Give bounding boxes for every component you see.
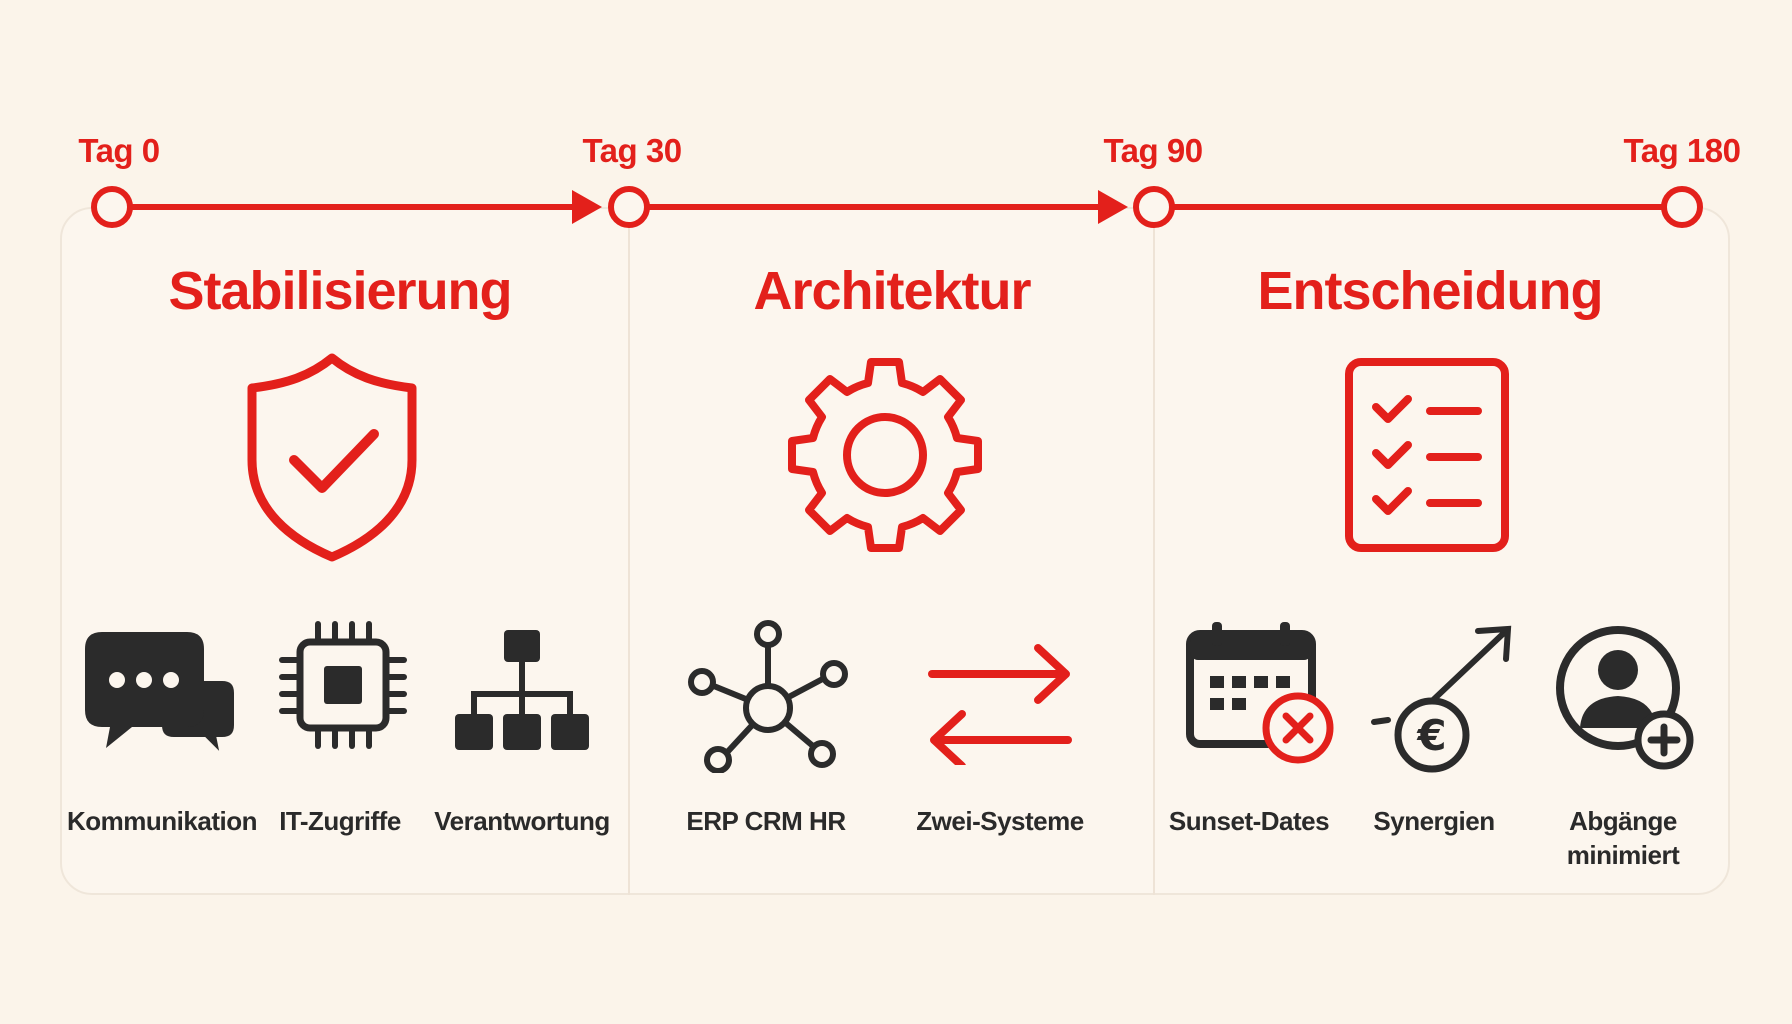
chip-icon <box>279 621 407 749</box>
checklist-icon <box>1345 358 1509 552</box>
phase-title-stabilisierung: Stabilisierung <box>168 261 512 321</box>
item-label-kommunikation: Kommunikation <box>67 806 257 836</box>
user-add-icon <box>1556 626 1694 770</box>
milestone-tag-180 <box>1661 186 1703 228</box>
timeline <box>91 186 1703 228</box>
chat-bubbles-icon <box>85 632 240 765</box>
network-hub-icon <box>688 620 848 773</box>
phase-divider <box>628 225 630 895</box>
day-label-30: Tag 30 <box>582 132 682 169</box>
phase-title-entscheidung: Entscheidung <box>1257 261 1603 321</box>
timeline-arrowhead <box>1098 190 1128 224</box>
item-label-zwei-systeme: Zwei-Systeme <box>916 806 1084 836</box>
milestone-tag-0 <box>91 186 133 228</box>
timeline-arrowhead <box>572 190 602 224</box>
gear-icon <box>788 358 982 552</box>
milestone-tag-30 <box>608 186 650 228</box>
swap-arrows-icon <box>928 644 1072 765</box>
day-label-0: Tag 0 <box>78 132 160 169</box>
milestone-tag-90 <box>1133 186 1175 228</box>
item-label-abgaenge-minimiert: Abgänge minimiert <box>1566 806 1680 870</box>
item-label-sunset-dates: Sunset-Dates <box>1168 806 1330 836</box>
phase-title-architektur: Architektur <box>753 261 1031 321</box>
org-chart-icon <box>455 630 589 750</box>
calendar-cancel-icon <box>1186 622 1334 764</box>
item-label-verantwortung: Verantwortung <box>434 806 610 836</box>
item-label-erp-crm-hr: ERP CRM HR <box>686 806 846 836</box>
shield-check-icon <box>247 353 417 562</box>
day-label-90: Tag 90 <box>1103 132 1203 169</box>
svg-text:€: € <box>1416 711 1446 760</box>
item-label-it-zugriffe: IT-Zugriffe <box>279 806 401 836</box>
euro-growth-icon: € <box>1371 625 1512 773</box>
phase-divider <box>1153 225 1155 895</box>
day-label-180: Tag 180 <box>1623 132 1741 169</box>
item-label-synergien: Synergien <box>1373 806 1495 836</box>
